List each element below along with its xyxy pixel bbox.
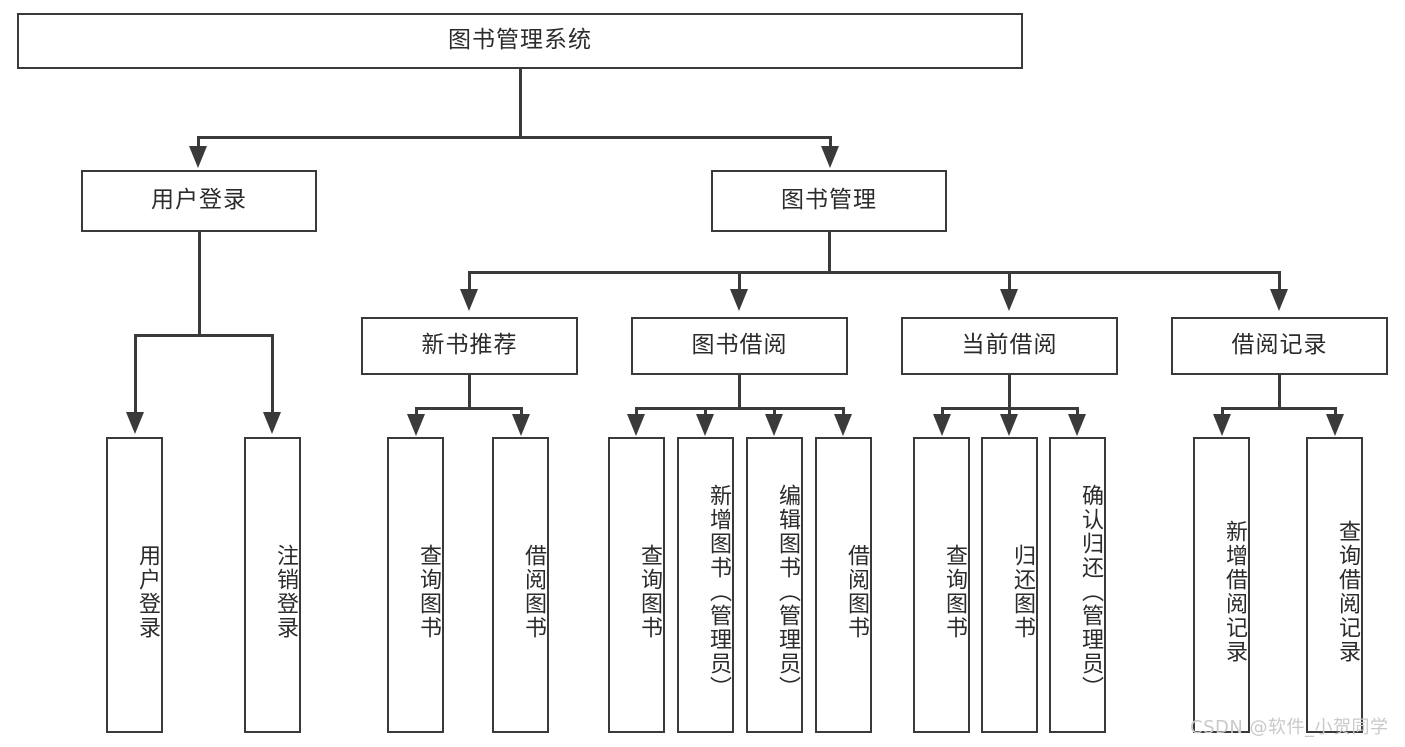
node-label: 图书借阅 bbox=[691, 332, 788, 359]
arrow-to-new-book-recommend bbox=[460, 289, 478, 311]
node-label: 图书管理 bbox=[781, 187, 877, 214]
connector-new-book-bar bbox=[415, 407, 522, 410]
leaf-add-book-admin[interactable]: 新增图书（管理员） bbox=[677, 437, 734, 733]
connector-book-borrow-bar bbox=[635, 407, 844, 410]
connector-book-borrow-stem bbox=[738, 375, 741, 409]
leaf-logout[interactable]: 注销登录 bbox=[244, 437, 301, 733]
node-label: 图书管理系统 bbox=[448, 27, 592, 54]
arrow-to-leaf-query-book-2 bbox=[627, 414, 645, 436]
arrow-to-book-borrow bbox=[730, 289, 748, 311]
node-book-borrow[interactable]: 图书借阅 bbox=[631, 317, 848, 375]
node-label: 查询借阅记录 bbox=[1335, 520, 1360, 664]
connector-user-login-bar bbox=[134, 334, 273, 337]
arrow-to-leaf-return-book bbox=[1000, 414, 1018, 436]
leaf-query-borrow-record[interactable]: 查询借阅记录 bbox=[1306, 437, 1363, 733]
node-current-borrow[interactable]: 当前借阅 bbox=[901, 317, 1118, 375]
connector-new-book-stem bbox=[468, 375, 471, 409]
node-label: 新增借阅记录 bbox=[1222, 520, 1247, 664]
connector-root-to-book-mgmt bbox=[829, 136, 832, 150]
arrow-root-to-book-mgmt bbox=[821, 146, 839, 168]
arrow-to-leaf-borrow-book-1 bbox=[512, 414, 530, 436]
connector-borrow-record-stem bbox=[1278, 375, 1281, 409]
connector-root-stem bbox=[519, 69, 522, 138]
leaf-add-borrow-record[interactable]: 新增借阅记录 bbox=[1193, 437, 1250, 733]
leaf-query-book-recommend[interactable]: 查询图书 bbox=[387, 437, 444, 733]
arrow-to-leaf-user-login bbox=[126, 412, 144, 434]
node-label: 新书推荐 bbox=[421, 332, 518, 359]
arrow-to-leaf-query-book-3 bbox=[933, 414, 951, 436]
connector-user-login-branch-1 bbox=[134, 334, 137, 416]
connector-book-mgmt-stem bbox=[828, 232, 831, 273]
leaf-query-book-current[interactable]: 查询图书 bbox=[913, 437, 970, 733]
arrow-to-borrow-record bbox=[1270, 289, 1288, 311]
arrow-to-leaf-add-record bbox=[1213, 414, 1231, 436]
connector-borrow-record-bar bbox=[1221, 407, 1336, 410]
node-label: 新增图书（管理员） bbox=[706, 484, 731, 700]
connector-root-to-user-login bbox=[197, 136, 200, 150]
leaf-return-book[interactable]: 归还图书 bbox=[981, 437, 1038, 733]
connector-user-login-branch-2 bbox=[271, 334, 274, 416]
leaf-query-book-borrow[interactable]: 查询图书 bbox=[608, 437, 665, 733]
connector-root-bar bbox=[197, 136, 831, 139]
node-label: 用户登录 bbox=[135, 544, 160, 640]
arrow-to-leaf-confirm-return bbox=[1068, 414, 1086, 436]
connector-book-mgmt-branch-3 bbox=[1008, 271, 1011, 293]
connector-book-mgmt-bar bbox=[468, 271, 1280, 274]
arrow-to-leaf-borrow-book-2 bbox=[834, 414, 852, 436]
node-label: 当前借阅 bbox=[961, 332, 1058, 359]
node-root-system[interactable]: 图书管理系统 bbox=[17, 13, 1023, 69]
connector-book-mgmt-branch-1 bbox=[468, 271, 471, 293]
node-label: 注销登录 bbox=[273, 544, 298, 640]
node-label: 归还图书 bbox=[1010, 544, 1035, 640]
node-borrow-record[interactable]: 借阅记录 bbox=[1171, 317, 1388, 375]
node-label: 借阅图书 bbox=[844, 544, 869, 640]
node-label: 编辑图书（管理员） bbox=[775, 484, 800, 700]
leaf-borrow-book[interactable]: 借阅图书 bbox=[815, 437, 872, 733]
node-label: 查询图书 bbox=[416, 544, 441, 640]
node-label: 用户登录 bbox=[151, 187, 247, 214]
node-label: 查询图书 bbox=[942, 544, 967, 640]
node-new-book-recommend[interactable]: 新书推荐 bbox=[361, 317, 578, 375]
arrow-root-to-user-login bbox=[189, 146, 207, 168]
node-label: 查询图书 bbox=[637, 544, 662, 640]
arrow-to-leaf-add-book bbox=[696, 414, 714, 436]
arrow-to-leaf-query-book-1 bbox=[407, 414, 425, 436]
connector-current-borrow-stem bbox=[1008, 375, 1011, 409]
arrow-to-leaf-query-record bbox=[1326, 414, 1344, 436]
node-label: 借阅图书 bbox=[521, 544, 546, 640]
connector-book-mgmt-branch-2 bbox=[738, 271, 741, 293]
node-label: 确认归还（管理员） bbox=[1078, 484, 1103, 700]
arrow-to-leaf-logout bbox=[263, 412, 281, 434]
arrow-to-leaf-edit-book bbox=[765, 414, 783, 436]
connector-user-login-stem bbox=[198, 232, 201, 336]
connector-book-mgmt-branch-4 bbox=[1278, 271, 1281, 293]
watermark-text: CSDN @软件_小贺同学 bbox=[1190, 717, 1389, 738]
node-book-management[interactable]: 图书管理 bbox=[711, 170, 947, 232]
node-label: 借阅记录 bbox=[1231, 332, 1328, 359]
leaf-user-login[interactable]: 用户登录 bbox=[106, 437, 163, 733]
leaf-borrow-book-recommend[interactable]: 借阅图书 bbox=[492, 437, 549, 733]
node-user-login[interactable]: 用户登录 bbox=[81, 170, 317, 232]
leaf-confirm-return-admin[interactable]: 确认归还（管理员） bbox=[1049, 437, 1106, 733]
leaf-edit-book-admin[interactable]: 编辑图书（管理员） bbox=[746, 437, 803, 733]
arrow-to-current-borrow bbox=[1000, 289, 1018, 311]
